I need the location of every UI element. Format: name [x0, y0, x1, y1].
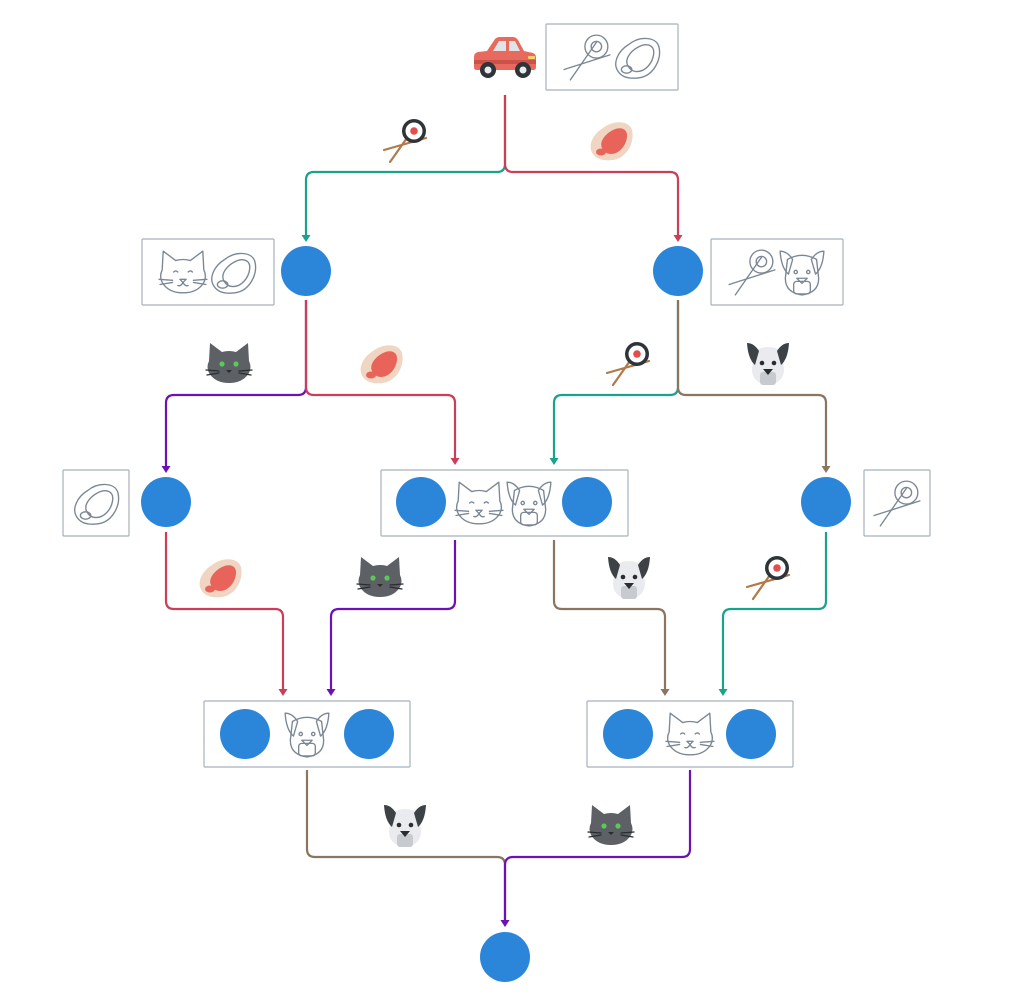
node-b [653, 246, 703, 296]
steak-icon [360, 345, 403, 384]
edge-d-g-line [552, 540, 667, 690]
edge-start-a-line [304, 95, 507, 236]
edge-b-e-line [676, 300, 828, 467]
cat-icon [205, 342, 253, 384]
edge-a-c-arrowhead [161, 466, 171, 473]
edge-start-a-arrowhead [301, 235, 311, 242]
edge-c-f-arrowhead [278, 689, 288, 696]
state-box-b [710, 238, 844, 306]
steak-icon [199, 559, 242, 598]
edge-b-e-arrowhead [821, 466, 831, 473]
state-box-a [141, 238, 275, 306]
edge-g-end-arrowhead [500, 920, 510, 927]
car-icon [474, 37, 536, 78]
edge-e-g-arrowhead [718, 689, 728, 696]
node-end [480, 932, 530, 982]
edge-a-c-line [164, 300, 308, 467]
edge-start-b-line [503, 95, 680, 236]
edge-d-f-arrowhead [326, 689, 336, 696]
dog-icon [747, 343, 789, 385]
edge-a-d-arrowhead [450, 458, 460, 465]
cat-icon [356, 556, 404, 598]
node-a [281, 246, 331, 296]
nodes-layer [141, 37, 851, 982]
sushi-icon [605, 340, 651, 387]
node-g-circle-2 [726, 709, 776, 759]
cat-icon [587, 804, 635, 846]
node-d-circle-1 [396, 477, 446, 527]
node-d-circle-2 [562, 477, 612, 527]
dog-icon [384, 805, 426, 847]
edge-b-d-arrowhead [549, 458, 559, 465]
sushi-icon [745, 554, 791, 601]
node-g-circle-1 [603, 709, 653, 759]
edge-c-f-line [164, 532, 285, 690]
dog-icon [608, 557, 650, 599]
edge-a-d-line [304, 300, 457, 459]
edge-d-f-line [329, 540, 457, 690]
node-c [141, 477, 191, 527]
edge-e-g-line [721, 532, 828, 690]
node-e [801, 477, 851, 527]
steak-icon [590, 122, 633, 161]
node-f-circle-2 [344, 709, 394, 759]
edges-layer [161, 95, 831, 927]
node-f-circle-1 [220, 709, 270, 759]
edge-d-g-arrowhead [660, 689, 670, 696]
edge-g-end-line [503, 770, 692, 921]
edge-start-b-arrowhead [673, 235, 683, 242]
state-box-start [545, 23, 679, 91]
state-box-c [62, 469, 130, 537]
sushi-icon [382, 117, 428, 164]
state-box-d [380, 469, 629, 537]
